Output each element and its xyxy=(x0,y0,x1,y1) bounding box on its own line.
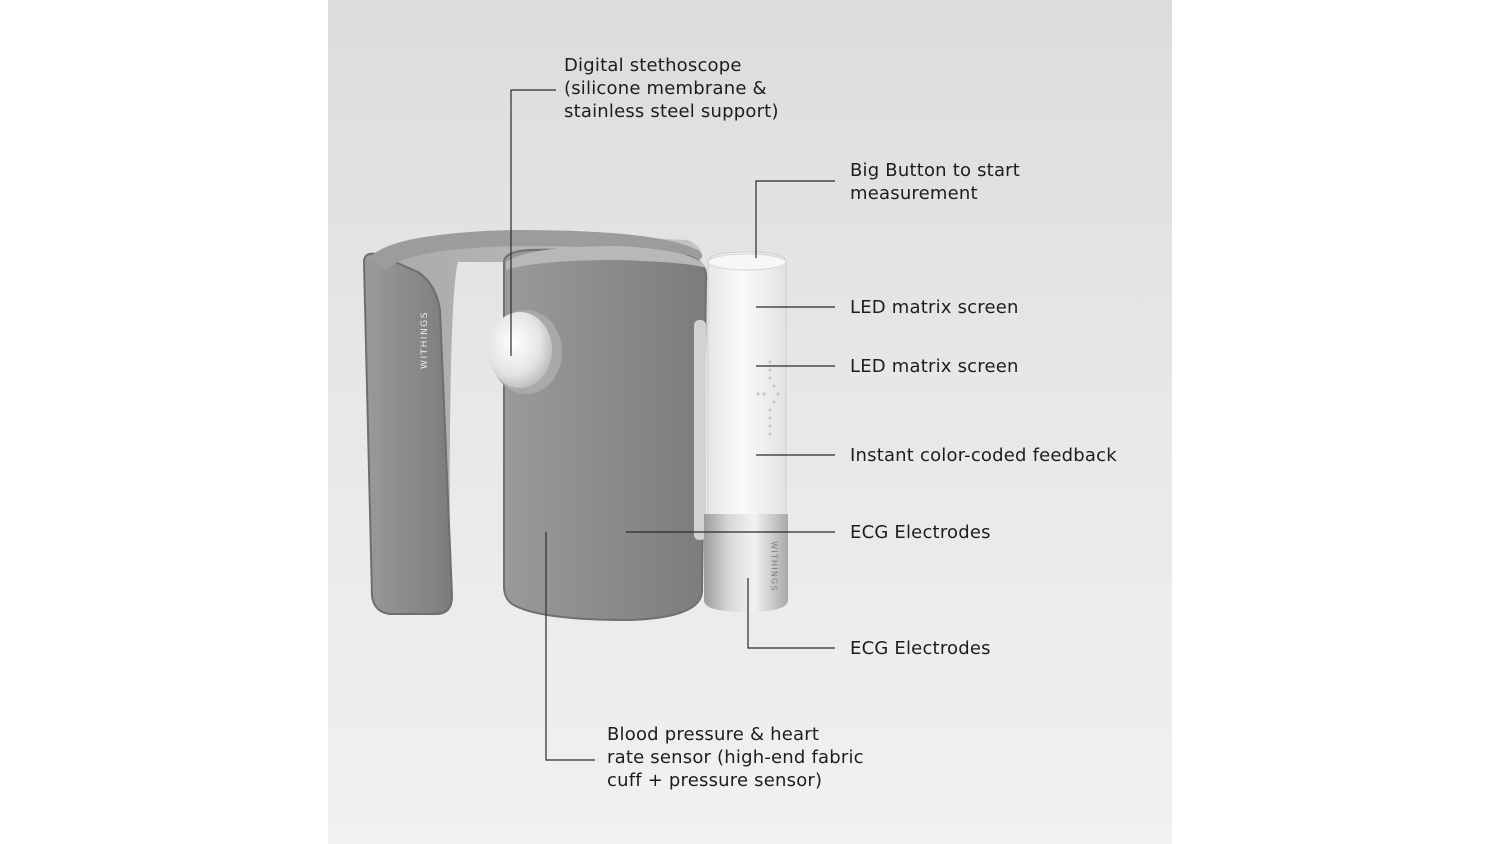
column-top-cap xyxy=(707,253,787,271)
cuff-front-body xyxy=(503,248,708,622)
callout-led-screen-2: LED matrix screen xyxy=(850,356,1019,377)
cuff-left-strap xyxy=(362,252,454,615)
callout-ecg-1: ECG Electrodes xyxy=(850,522,991,543)
callout-bp-sensor: Blood pressure & heart rate sensor (high… xyxy=(607,724,864,791)
column-side-rail xyxy=(694,320,706,540)
cuff-logo: WITHINGS xyxy=(420,311,430,369)
column-steel-base xyxy=(704,514,788,612)
callout-button: Big Button to start measurement xyxy=(850,160,1021,204)
stethoscope-disc xyxy=(488,312,552,388)
column-white xyxy=(707,251,787,517)
led-matrix xyxy=(756,360,780,436)
cuff-inner-surface xyxy=(368,232,702,610)
device-illustration xyxy=(362,89,835,761)
base-logo: WITHINGS xyxy=(769,541,779,592)
callout-ecg-2: ECG Electrodes xyxy=(850,638,991,659)
product-panel: WITHINGS WITHINGS Digital stethoscope (s… xyxy=(328,0,1172,844)
callout-led-screen-1: LED matrix screen xyxy=(850,297,1019,318)
cuff-top-rim xyxy=(368,230,703,270)
cuff-front-lip xyxy=(506,246,706,270)
callout-stethoscope: Digital stethoscope (silicone membrane &… xyxy=(564,55,779,122)
leader-lines xyxy=(510,89,835,761)
callout-feedback: Instant color-coded feedback xyxy=(850,445,1117,466)
